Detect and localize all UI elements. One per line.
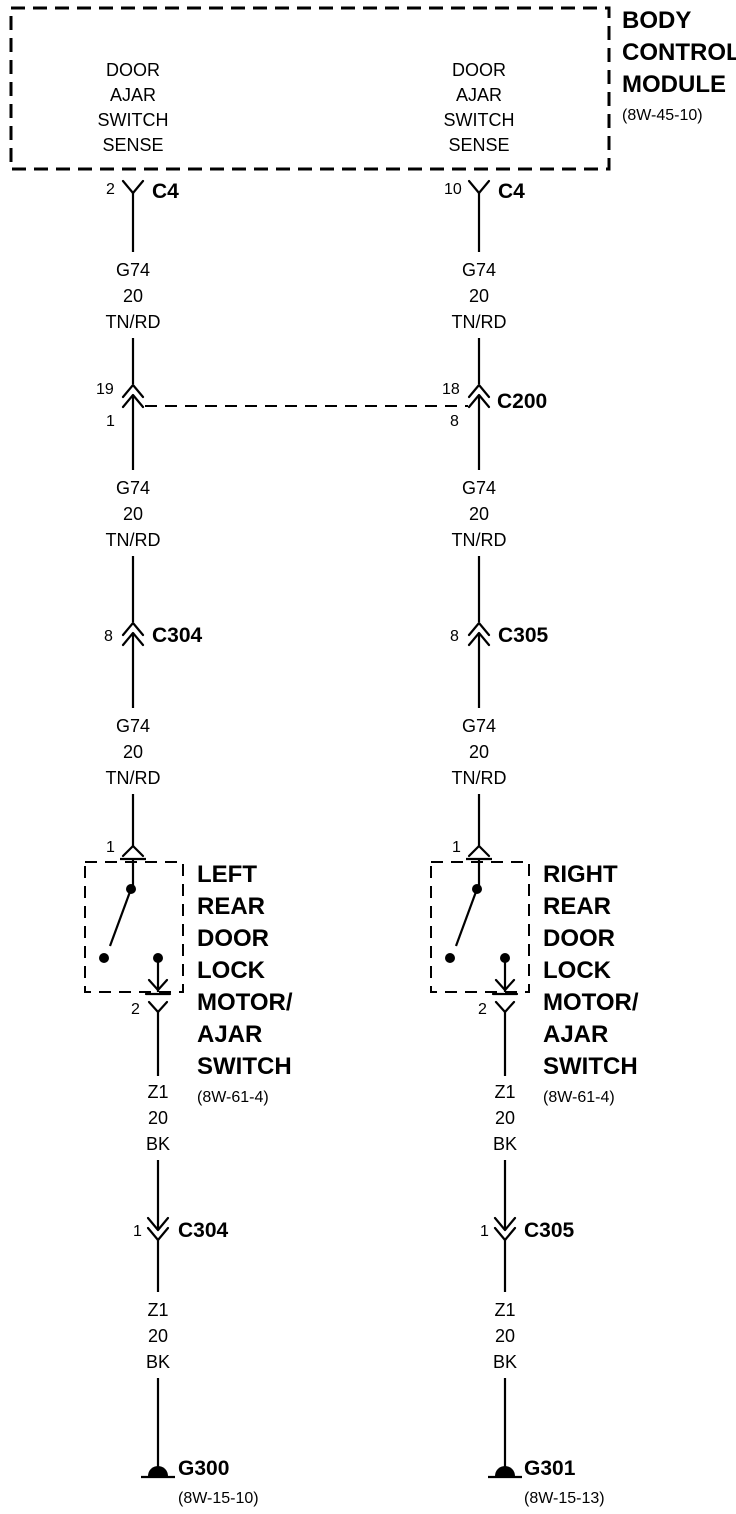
right-wire3-circuit: G74 [462, 716, 496, 736]
right-wire5-circuit: Z1 [494, 1300, 515, 1320]
module-ref: (8W-45-10) [622, 107, 703, 124]
left-switch-contact-dot [99, 953, 109, 963]
right-c305-pin: 8 [450, 628, 459, 645]
right-wire1-circuit: G74 [462, 260, 496, 280]
left-wire4-color: BK [146, 1134, 170, 1154]
body-control-module-box [9, 6, 611, 171]
right-c200-pin-top: 18 [442, 381, 460, 398]
left-c200-pin-bottom: 1 [106, 413, 115, 430]
left-wire5-color: BK [146, 1352, 170, 1372]
left-c4-connector-symbol [121, 179, 145, 195]
left-switch-top-connector-symbol [121, 844, 145, 858]
right-pin-label-2: AJAR [456, 85, 502, 105]
right-pin-label-4: SENSE [448, 135, 509, 155]
left-switch-label-3: DOOR [197, 925, 269, 952]
left-wire1-color: TN/RD [106, 312, 161, 332]
left-pin-label-2: AJAR [110, 85, 156, 105]
left-circuit: 2 C4 G74 20 TN/RD 19 1 G74 20 TN/RD 8 C3… [84, 179, 293, 1507]
right-switch-label-7: SWITCH [543, 1053, 638, 1080]
right-c305b-pin: 1 [480, 1223, 489, 1240]
left-ground-symbol [148, 1466, 168, 1476]
right-switch-pin-bottom: 2 [478, 1001, 487, 1018]
right-wire1-color: TN/RD [452, 312, 507, 332]
right-switch-top-connector-symbol [467, 844, 491, 858]
left-c200-pin-top: 19 [96, 381, 114, 398]
right-wire1-gauge: 20 [469, 286, 489, 306]
left-wire3-circuit: G74 [116, 716, 150, 736]
left-wire5-gauge: 20 [148, 1326, 168, 1346]
left-switch-label-5: MOTOR/ [197, 989, 293, 1016]
left-pin-label-3: SWITCH [98, 110, 169, 130]
left-c304b-name: C304 [178, 1219, 229, 1242]
right-switch-pin-top: 1 [452, 839, 461, 856]
left-switch-label-4: LOCK [197, 957, 266, 984]
left-switch-blade [108, 888, 133, 947]
left-switch-label-7: SWITCH [197, 1053, 292, 1080]
left-wire1-circuit: G74 [116, 260, 150, 280]
right-wire4-circuit: Z1 [494, 1082, 515, 1102]
right-c305b-name: C305 [524, 1219, 575, 1242]
right-wire5-color: BK [493, 1352, 517, 1372]
left-switch-label-2: REAR [197, 893, 265, 920]
right-c4-connector-symbol [467, 179, 491, 195]
left-wire2-gauge: 20 [123, 504, 143, 524]
right-wire5-gauge: 20 [495, 1326, 515, 1346]
left-c4-name: C4 [152, 180, 179, 203]
left-switch-pin-bottom: 2 [131, 1001, 140, 1018]
left-wire3-color: TN/RD [106, 768, 161, 788]
right-wire3-color: TN/RD [452, 768, 507, 788]
left-c304-pin: 8 [104, 628, 113, 645]
left-switch-pin-top: 1 [106, 839, 115, 856]
left-switch-label-6: AJAR [197, 1021, 262, 1048]
left-wire1-gauge: 20 [123, 286, 143, 306]
right-c305-name: C305 [498, 624, 549, 647]
right-wire4-color: BK [493, 1134, 517, 1154]
module-title-line-3: MODULE [622, 71, 726, 98]
left-wire2-color: TN/RD [106, 530, 161, 550]
right-wire3-gauge: 20 [469, 742, 489, 762]
right-switch-label-1: RIGHT [543, 861, 618, 888]
right-switch-ref: (8W-61-4) [543, 1089, 615, 1106]
right-switch-blade [454, 888, 479, 947]
right-pin-label-1: DOOR [452, 60, 506, 80]
module-title-line-1: BODY [622, 7, 691, 34]
left-c4-pin: 2 [106, 181, 115, 198]
right-c200-name: C200 [497, 390, 547, 413]
left-wire4-gauge: 20 [148, 1108, 168, 1128]
right-wire2-circuit: G74 [462, 478, 496, 498]
right-switch-label-4: LOCK [543, 957, 612, 984]
left-wire2-circuit: G74 [116, 478, 150, 498]
left-switch-label-1: LEFT [197, 861, 257, 888]
right-ground-ref: (8W-15-13) [524, 1490, 605, 1507]
right-wire4-gauge: 20 [495, 1108, 515, 1128]
left-ground-ref: (8W-15-10) [178, 1490, 259, 1507]
left-c304-name: C304 [152, 624, 203, 647]
right-c200-pin-bottom: 8 [450, 413, 459, 430]
left-wire3-gauge: 20 [123, 742, 143, 762]
right-switch-label-3: DOOR [543, 925, 615, 952]
left-pin-label-1: DOOR [106, 60, 160, 80]
left-wire5-circuit: Z1 [147, 1300, 168, 1320]
left-wire4-circuit: Z1 [147, 1082, 168, 1102]
left-switch-ref: (8W-61-4) [197, 1089, 269, 1106]
right-ground-name: G301 [524, 1457, 576, 1480]
right-switch-label-6: AJAR [543, 1021, 608, 1048]
right-c4-pin: 10 [444, 181, 462, 198]
right-ground-symbol [495, 1466, 515, 1476]
left-ground-name: G300 [178, 1457, 229, 1480]
left-pin-label-4: SENSE [102, 135, 163, 155]
right-wire2-gauge: 20 [469, 504, 489, 524]
left-c304b-pin: 1 [133, 1223, 142, 1240]
module-title-line-2: CONTROL [622, 39, 736, 66]
right-circuit: 10 C4 G74 20 TN/RD 18 8 C200 G74 20 TN/R… [430, 179, 639, 1507]
right-switch-contact-dot [445, 953, 455, 963]
right-pin-label-3: SWITCH [444, 110, 515, 130]
right-wire2-color: TN/RD [452, 530, 507, 550]
right-switch-label-5: MOTOR/ [543, 989, 639, 1016]
right-switch-label-2: REAR [543, 893, 611, 920]
right-c4-name: C4 [498, 180, 525, 203]
